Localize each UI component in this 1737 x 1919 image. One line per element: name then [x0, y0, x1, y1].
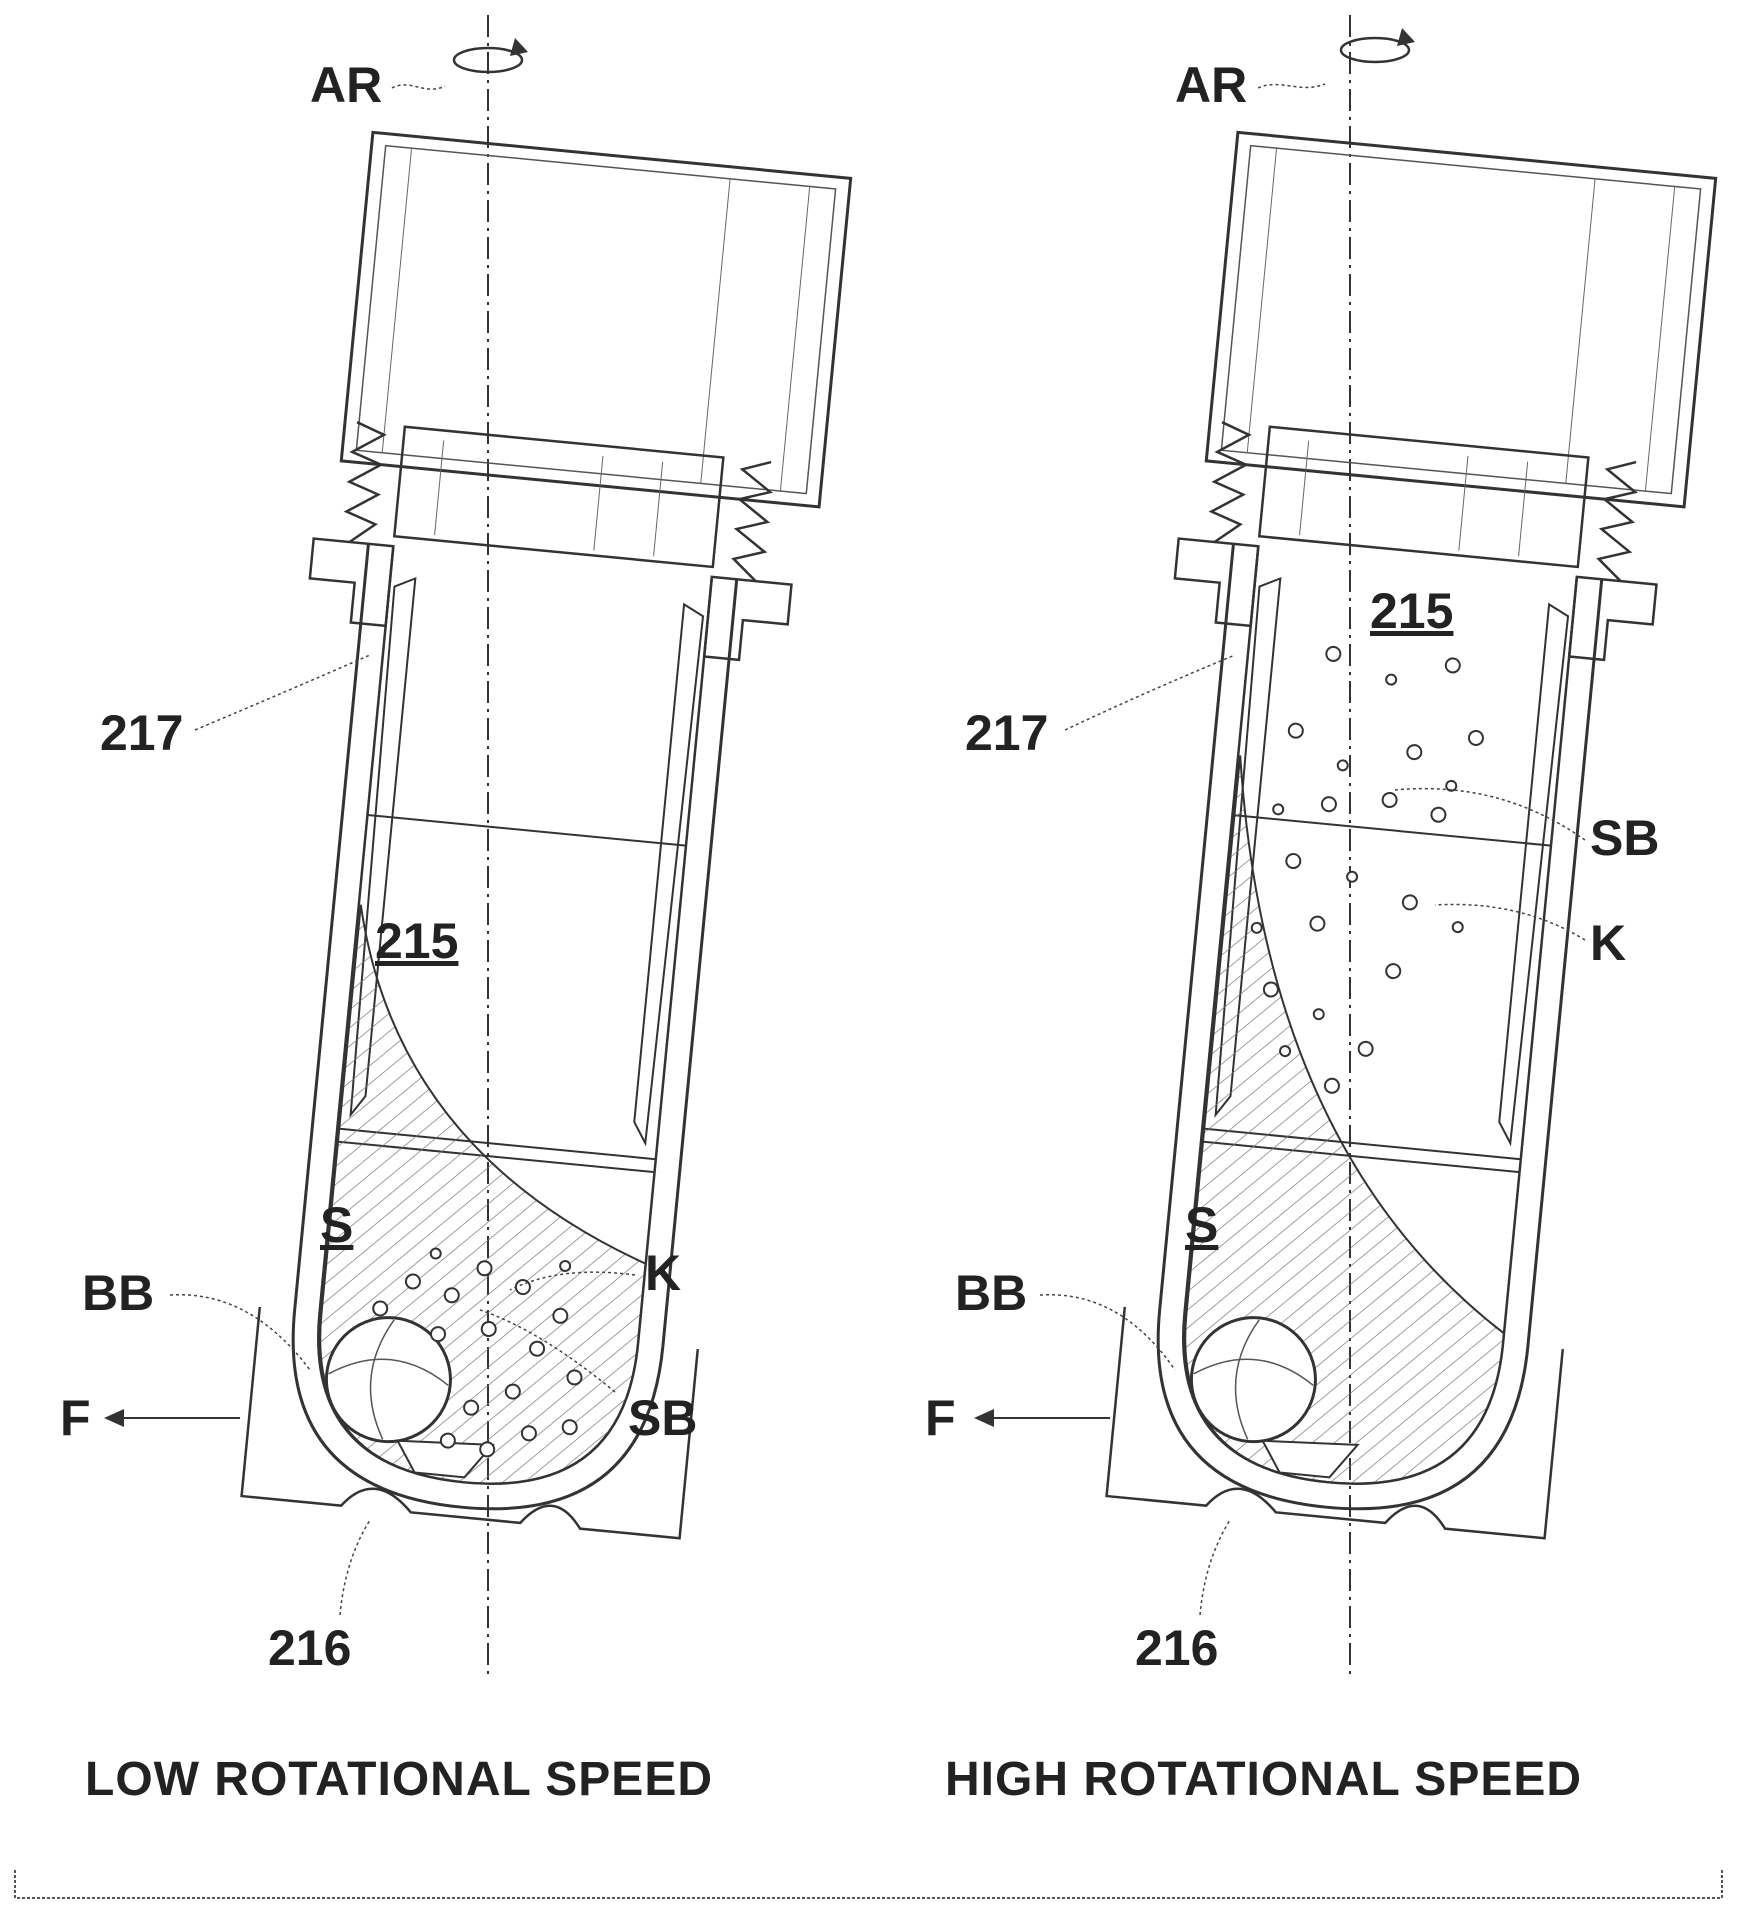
- figure-bracket: [15, 1870, 1722, 1898]
- caption-low: LOW ROTATIONAL SPEED: [85, 1753, 713, 1806]
- label-217: 217: [100, 705, 183, 761]
- leader-bb: [1040, 1295, 1175, 1370]
- force-arrow-low: [104, 1409, 240, 1427]
- leader-216: [340, 1520, 370, 1615]
- label-f: F: [60, 1390, 91, 1446]
- label-f: F: [925, 1390, 956, 1446]
- axis-leader: [1258, 84, 1325, 88]
- label-217: 217: [965, 705, 1048, 761]
- label-215: 215: [375, 913, 458, 969]
- label-bb: BB: [82, 1265, 154, 1321]
- label-215: 215: [1370, 583, 1453, 639]
- rotation-arrow-icon: [454, 38, 528, 72]
- fin-right: [632, 604, 704, 1143]
- force-arrow-high: [974, 1409, 1110, 1427]
- leader-216: [1200, 1520, 1230, 1615]
- leader-bb: [170, 1295, 310, 1370]
- label-s: S: [1185, 1197, 1218, 1253]
- label-sb: SB: [628, 1390, 697, 1446]
- caption-high: HIGH ROTATIONAL SPEED: [945, 1753, 1582, 1806]
- label-k: K: [1590, 915, 1626, 971]
- thread-left: [344, 422, 385, 544]
- label-ar: AR: [1175, 57, 1247, 113]
- axis-leader: [392, 85, 445, 89]
- label-k: K: [645, 1245, 681, 1301]
- thread-left: [1209, 422, 1250, 544]
- label-s: S: [320, 1197, 353, 1253]
- tube-cap: [341, 132, 850, 506]
- fin-right: [1497, 604, 1569, 1143]
- label-216: 216: [1135, 1620, 1218, 1676]
- label-ar: AR: [310, 57, 382, 113]
- label-216: 216: [268, 1620, 351, 1676]
- tube-low: [222, 130, 851, 1542]
- panel-low-speed: AR 217 215 S BB K F SB 216 LOW ROTATIONA…: [60, 15, 851, 1806]
- leader-217: [1065, 655, 1235, 730]
- rotation-arrow-icon: [1341, 28, 1415, 62]
- tube-cap: [1206, 132, 1715, 506]
- label-sb: SB: [1590, 810, 1659, 866]
- label-bb: BB: [955, 1265, 1027, 1321]
- thread-right: [732, 459, 773, 581]
- panel-high-speed: AR 215 217 SB K S BB F 216 HIGH ROTATION…: [925, 15, 1716, 1806]
- thread-right: [1597, 459, 1638, 581]
- leader-217: [195, 655, 370, 730]
